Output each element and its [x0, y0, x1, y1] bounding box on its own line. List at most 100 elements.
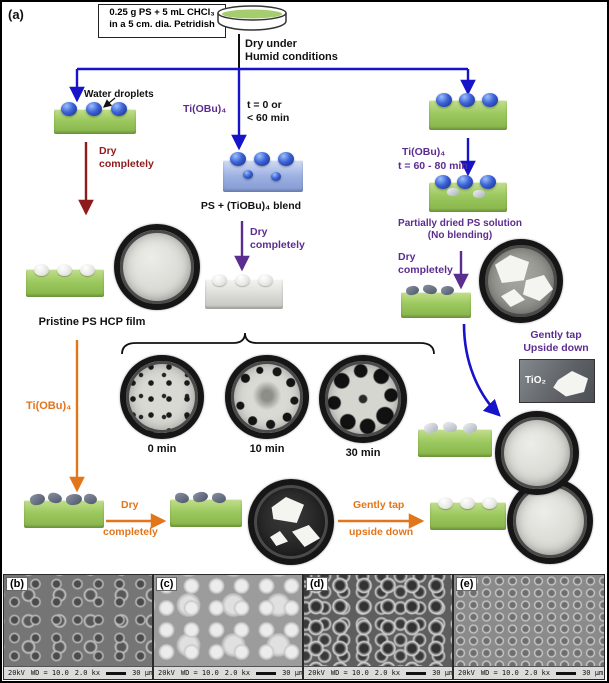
blend-droplet-icon — [278, 152, 294, 166]
solution-line1: 0.25 g PS + 5 mL CHCl₃ — [109, 7, 215, 18]
sem-info-bar-b: 20kV WD = 10.0 2.0 kx 30 μm — [4, 666, 152, 679]
film-fragment — [270, 531, 288, 546]
sem-scale-bar-icon — [406, 671, 427, 675]
titania-blob-icon — [65, 492, 83, 507]
water-droplets-label: Water droplets — [84, 89, 154, 100]
sem-wd: WD = 10.0 — [480, 669, 519, 677]
sem-mag: 2.0 kx — [374, 669, 401, 677]
petri-dish-icon — [214, 3, 290, 35]
partially-dried-slab — [429, 175, 507, 212]
substrate-debris-right — [401, 283, 471, 318]
pore-bump-icon — [34, 264, 49, 276]
water-droplet-icon — [459, 93, 475, 107]
blend-film-slab — [223, 152, 303, 192]
partially-dried-label: Partially dried PS solution (No blending… — [398, 218, 522, 241]
sem-scale-text: 30 μm — [432, 669, 453, 677]
sem-micrograph-e — [454, 575, 604, 666]
sem-scale-text: 30 μm — [582, 669, 604, 677]
sem-info-bar-c: 20kV WD = 10.0 2.0 kx 30 μm — [154, 666, 302, 679]
sem-scale-text: 30 μm — [282, 669, 303, 677]
blend-droplet-icon — [243, 170, 253, 179]
film-bit-icon — [423, 421, 439, 435]
film-fragment — [292, 525, 320, 547]
tio2-chunk — [553, 371, 588, 397]
sem-panel-label-e: (e) — [456, 577, 478, 591]
porous-film-slab — [205, 274, 283, 309]
dry-word-bottom: Dry — [121, 499, 139, 511]
sem-kv: 20kV — [308, 669, 325, 677]
completely-word-bottom: completely — [103, 526, 158, 538]
tiobu-center-label: Ti(OBu)₄ — [183, 103, 227, 115]
blend-droplet-icon — [435, 175, 451, 189]
sem-kv: 20kV — [158, 669, 175, 677]
substrate-titania-dried-left — [170, 490, 242, 527]
sem-mag: 2.0 kx — [74, 669, 101, 677]
dish-label-10min: 10 min — [249, 443, 285, 455]
pore-bump-icon — [482, 497, 497, 509]
substrate-droplets-right — [429, 93, 507, 130]
sem-panel-label-b: (b) — [6, 577, 29, 591]
film-fragment — [523, 275, 553, 301]
petri-photo-0min — [120, 355, 204, 439]
pore-bump-icon — [460, 497, 475, 509]
sem-wd: WD = 10.0 — [180, 669, 219, 677]
water-droplet-icon — [61, 102, 77, 116]
sem-scale-bar-icon — [106, 671, 127, 675]
substrate-debris-final-right — [418, 420, 492, 457]
dry-humid-label: Dry under Humid conditions — [245, 38, 338, 64]
petri-photo-pristine-film — [114, 224, 200, 310]
water-droplet-icon — [111, 102, 127, 116]
titania-blob-icon — [440, 285, 455, 296]
time-right-label: t = 60 - 80 min — [398, 160, 468, 172]
substrate-hcp-film-left — [26, 264, 104, 297]
blend-droplet-icon — [254, 152, 270, 166]
tiobu-left-label: Ti(OBu)₄ — [26, 400, 72, 412]
substrate-hcp-film-bottom — [430, 497, 506, 530]
sem-image-c: (c) 20kV WD = 10.0 2.0 kx 30 μm — [153, 574, 303, 680]
sem-wd: WD = 10.0 — [30, 669, 69, 677]
tio2-label: TiO₂ — [525, 375, 546, 386]
sem-micrograph-b — [4, 575, 152, 666]
blend-droplet-icon — [271, 172, 281, 181]
pore-bump-icon — [212, 274, 227, 286]
water-droplet-icon — [86, 102, 102, 116]
brace-dishes — [121, 332, 435, 355]
film-bit-icon — [447, 188, 459, 196]
solution-line2: in a 5 cm. dia. Petridish — [109, 19, 215, 31]
film-fragment — [271, 497, 304, 523]
sem-scale-bar-icon — [256, 671, 277, 675]
blend-label: PS + (TiOBu)₄ blend — [200, 200, 302, 212]
sem-micrograph-c — [154, 575, 302, 666]
film-bit-icon — [473, 190, 485, 198]
petri-photo-final-right — [495, 411, 579, 495]
sem-kv: 20kV — [8, 669, 25, 677]
petri-photo-cracked-white — [479, 239, 563, 323]
titania-blob-icon — [405, 284, 420, 297]
dry-completely-right-label: Dry completely — [398, 251, 453, 276]
solution-box: 0.25 g PS + 5 mL CHCl₃ in a 5 cm. dia. P… — [98, 4, 226, 38]
film-fragment — [501, 289, 525, 307]
tio2-photo: TiO₂ — [519, 359, 595, 403]
time-center-label: t = 0 or < 60 min — [247, 99, 290, 124]
sem-wd: WD = 10.0 — [330, 669, 369, 677]
sem-kv: 20kV — [458, 669, 475, 677]
blend-droplet-icon — [480, 175, 496, 189]
water-droplet-icon — [436, 93, 452, 107]
pore-bump-icon — [438, 497, 453, 509]
sem-panel-label-d: (d) — [306, 577, 329, 591]
pore-bump-icon — [258, 274, 273, 286]
pore-bump-icon — [57, 264, 72, 276]
sem-panel-label-c: (c) — [156, 577, 178, 591]
film-bit-icon — [462, 422, 478, 434]
panel-a-label: (a) — [8, 7, 24, 22]
sem-mag: 2.0 kx — [224, 669, 251, 677]
petri-photo-10min — [225, 355, 309, 439]
tiobu-right-label: Ti(OBu)₄ — [402, 146, 446, 158]
dish-label-30min: 30 min — [345, 447, 381, 459]
arrow-water-droplets-pointer — [103, 97, 116, 108]
water-droplet-icon — [482, 93, 498, 107]
upside-down-bottom-label: upside down — [349, 526, 414, 538]
sem-image-d: (d) 20kV WD = 10.0 2.0 kx 30 μm — [303, 574, 453, 680]
gently-tap-bottom-label: Gently tap — [353, 499, 405, 511]
